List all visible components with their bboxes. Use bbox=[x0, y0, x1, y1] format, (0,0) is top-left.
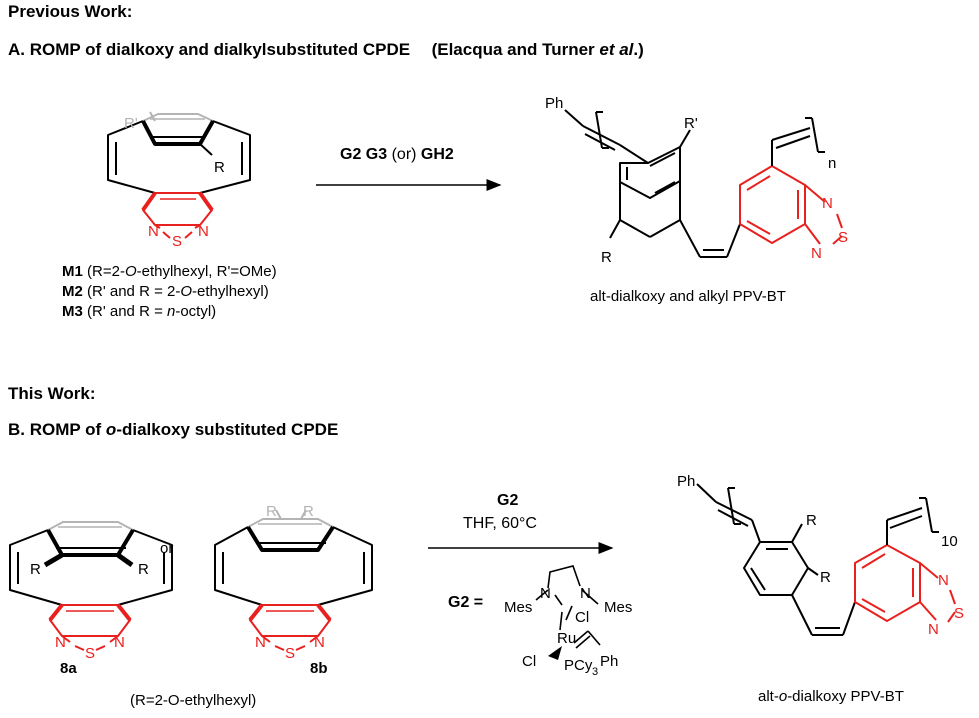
atom-s-m: S bbox=[172, 233, 182, 250]
monomer-m2: M2 (R' and R = 2-O-ethylhexyl) bbox=[62, 283, 269, 300]
atom-r2-b: R bbox=[820, 569, 831, 586]
atom-r-a: R bbox=[601, 249, 612, 266]
atom-n1-8b: N bbox=[255, 634, 266, 651]
monomer-m3: M3 (R' and R = n-octyl) bbox=[62, 303, 217, 320]
section-a-title-main: A. ROMP of dialkoxy and dialkylsubstitut… bbox=[8, 40, 411, 59]
label-8a: 8a bbox=[60, 660, 77, 677]
subscript-n: n bbox=[828, 155, 836, 172]
g2-equals-label: G2 = bbox=[448, 594, 484, 611]
g2-cl-top: Cl bbox=[575, 609, 589, 626]
atom-n2-8a: N bbox=[114, 634, 125, 651]
g2-ph: Ph bbox=[600, 653, 618, 670]
previous-work-heading: Previous Work: bbox=[8, 2, 133, 21]
section-b-title: B. ROMP of o-dialkoxy substituted CPDE bbox=[8, 420, 339, 439]
atom-r2-8b: R bbox=[303, 503, 314, 520]
catalyst-conditions-a: G2 G3 (or) GH2 bbox=[340, 146, 454, 164]
atom-s-b: S bbox=[954, 605, 964, 622]
g2-pcy: PCy bbox=[564, 657, 593, 674]
label-8b: 8b bbox=[310, 660, 328, 677]
catalyst-g2-label: G2 bbox=[497, 492, 519, 509]
section-a-credit-em: et al bbox=[599, 40, 634, 59]
atom-s-8a: S bbox=[85, 645, 95, 662]
this-work-heading: This Work: bbox=[8, 384, 96, 403]
catalysts-bold-1: G2 G3 bbox=[340, 146, 388, 163]
g2-n-right: N bbox=[580, 585, 591, 602]
catalysts-mid: (or) bbox=[387, 146, 421, 163]
atom-ph-a: Ph bbox=[545, 95, 563, 112]
polymer-a-structure bbox=[564, 109, 843, 258]
subscript-10: 10 bbox=[941, 533, 958, 550]
g2-ru: Ru bbox=[557, 630, 576, 647]
atom-s-8b: S bbox=[285, 645, 295, 662]
monomer-list: M1 (R=2-O-ethylhexyl, R'=OMe) M2 (R' and… bbox=[62, 262, 277, 322]
atom-r2-8a: R bbox=[138, 561, 149, 578]
g2-pcy-subscript: 3 bbox=[592, 666, 598, 678]
atom-r1-b: R bbox=[806, 512, 817, 529]
atom-n1-8a: N bbox=[55, 634, 66, 651]
section-a-credit-post: .) bbox=[633, 40, 644, 59]
atom-s-a: S bbox=[838, 229, 848, 246]
monomer-8b-structure bbox=[214, 509, 373, 651]
atom-n1-a: N bbox=[822, 195, 833, 212]
monomer-8a-structure bbox=[9, 521, 173, 651]
product-a-caption: alt-dialkoxy and alkyl PPV-BT bbox=[590, 288, 786, 305]
catalysts-bold-2: GH2 bbox=[420, 146, 454, 163]
atom-n1-m: N bbox=[148, 223, 159, 240]
g2-mes-right: Mes bbox=[604, 599, 632, 616]
atom-r1-8a: R bbox=[30, 561, 41, 578]
polymer-b-structure bbox=[696, 483, 956, 636]
product-b-caption: alt-o-dialkoxy PPV-BT bbox=[758, 688, 904, 705]
section-a-credit-pre: (Elacqua and Turner bbox=[431, 40, 600, 59]
atom-n2-m: N bbox=[198, 223, 209, 240]
atom-rprime-m: R' bbox=[124, 115, 138, 132]
atom-n2-a: N bbox=[811, 245, 822, 262]
conditions-text: THF, 60°C bbox=[463, 515, 537, 532]
atom-r1-8b: R bbox=[266, 503, 277, 520]
atom-n2-b: N bbox=[928, 621, 939, 638]
section-a-title: A. ROMP of dialkoxy and dialkylsubstitut… bbox=[8, 40, 644, 60]
atom-ph-b: Ph bbox=[677, 473, 695, 490]
g2-n-left: N bbox=[540, 585, 551, 602]
r-definition: (R=2-O-ethylhexyl) bbox=[130, 692, 257, 709]
g2-cl-bottom: Cl bbox=[522, 653, 536, 670]
monomer-m1: M1 (R=2-O-ethylhexyl, R'=OMe) bbox=[62, 263, 277, 280]
atom-r-m: R bbox=[214, 159, 225, 176]
atom-n2-8b: N bbox=[314, 634, 325, 651]
g2-mes-left: Mes bbox=[504, 599, 532, 616]
g2-catalyst-structure bbox=[535, 565, 601, 660]
atom-rprime-a: R' bbox=[684, 115, 698, 132]
atom-n1-b: N bbox=[938, 572, 949, 589]
monomer-a-structure bbox=[107, 111, 251, 239]
